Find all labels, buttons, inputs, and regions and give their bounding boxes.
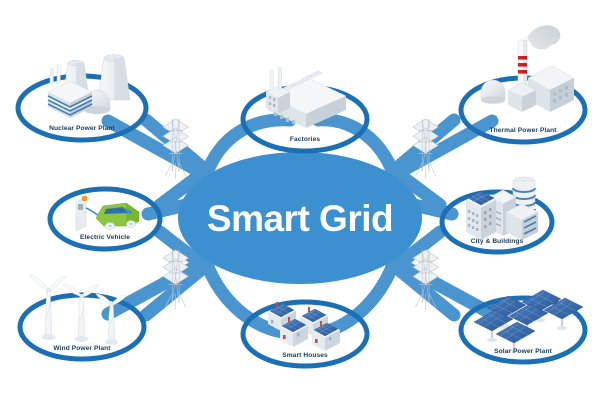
electric-vehicle-icon bbox=[72, 195, 140, 232]
node-thermal-power-plant[interactable]: Thermal Power Plant bbox=[458, 25, 588, 145]
wind-turbine-icon bbox=[29, 274, 128, 345]
hub-node[interactable]: Smart Grid bbox=[178, 152, 422, 284]
connector-cross-bottom-left bbox=[139, 257, 215, 322]
connector-ev-lower bbox=[153, 225, 203, 267]
connector-hub-factories-left bbox=[199, 113, 297, 182]
node-solar-power-plant[interactable]: Solar Power Plant bbox=[458, 289, 588, 365]
connector-ev-upper bbox=[153, 171, 203, 212]
node-label-ev: Electric Vehicle bbox=[80, 234, 130, 241]
node-smart-houses[interactable]: Smart Houses bbox=[240, 299, 370, 369]
node-label-nuclear: Nuclear Power Plant bbox=[49, 125, 115, 132]
node-nuclear-power-plant[interactable]: Nuclear Power Plant bbox=[15, 54, 149, 143]
connector-hub-solar bbox=[393, 257, 499, 321]
node-ring-ev bbox=[47, 186, 163, 252]
hub-ellipse bbox=[178, 152, 422, 284]
node-ring-houses bbox=[240, 299, 370, 369]
smoke-icon bbox=[527, 25, 561, 50]
node-factories[interactable]: Factories bbox=[240, 66, 370, 154]
connector-city-lower bbox=[397, 225, 447, 267]
node-electric-vehicle[interactable]: Electric Vehicle bbox=[47, 186, 163, 252]
connector-hub-houses-left bbox=[199, 255, 297, 340]
nuclear-plant-icon bbox=[47, 54, 131, 118]
connector-city-upper bbox=[397, 171, 447, 212]
factory-icon bbox=[265, 66, 347, 128]
solar-panel-icon bbox=[473, 289, 584, 354]
node-label-thermal: Thermal Power Plant bbox=[489, 127, 557, 134]
smart-house-icon bbox=[267, 302, 341, 351]
node-wind-power-plant[interactable]: Wind Power Plant bbox=[17, 274, 147, 362]
connector-cross-bottom-right bbox=[385, 257, 461, 322]
node-ring-solar bbox=[458, 295, 588, 365]
node-ring-city bbox=[439, 189, 555, 255]
connector-hub-ev bbox=[141, 198, 193, 221]
node-label-houses: Smart Houses bbox=[282, 352, 328, 359]
node-label-factories: Factories bbox=[290, 136, 320, 143]
node-label-wind: Wind Power Plant bbox=[53, 345, 111, 352]
node-label-solar: Solar Power Plant bbox=[494, 348, 552, 355]
city-buildings-icon bbox=[465, 176, 539, 240]
thermal-plant-icon bbox=[480, 25, 575, 112]
node-city-and-buildings[interactable]: City & Buildings bbox=[439, 176, 555, 255]
connector-hub-nuclear bbox=[101, 114, 207, 179]
node-label-city: City & Buildings bbox=[471, 238, 524, 245]
hub-label: Smart Grid bbox=[207, 198, 393, 239]
